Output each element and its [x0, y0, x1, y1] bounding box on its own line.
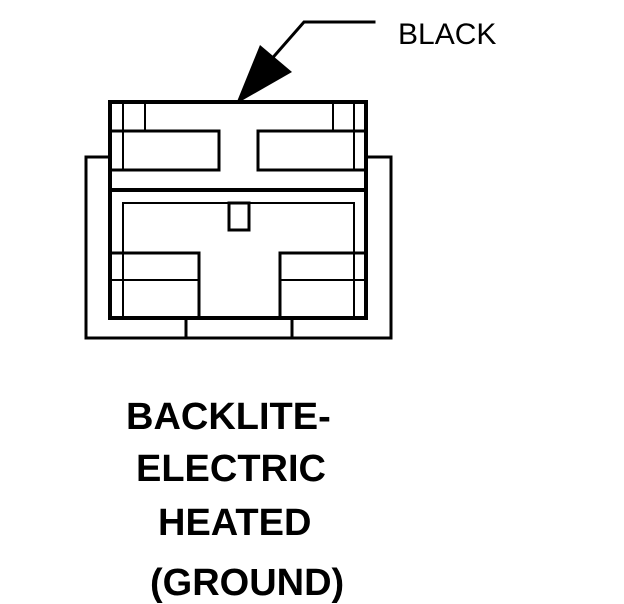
lower-terminal-cavity-left: [108, 251, 201, 320]
caption-line-3: HEATED: [158, 502, 312, 544]
upper-terminal-cavity-left: [108, 129, 221, 172]
caption-line-4: (GROUND): [150, 562, 345, 604]
callout-arrowhead: [236, 45, 292, 104]
caption-line-2: ELECTRIC: [136, 448, 326, 490]
center-key: [227, 201, 251, 232]
callout-leader-line: [259, 20, 376, 73]
lower-terminal-cavity-right: [278, 251, 368, 320]
connector-outer-housing: [84, 155, 393, 340]
caption-line-1: BACKLITE-: [126, 396, 331, 438]
lower-inner-outline: [122, 202, 355, 319]
upper-terminal-cavity-right: [256, 129, 368, 172]
connector-body: [108, 100, 368, 320]
callout-label-black: BLACK: [398, 18, 497, 51]
